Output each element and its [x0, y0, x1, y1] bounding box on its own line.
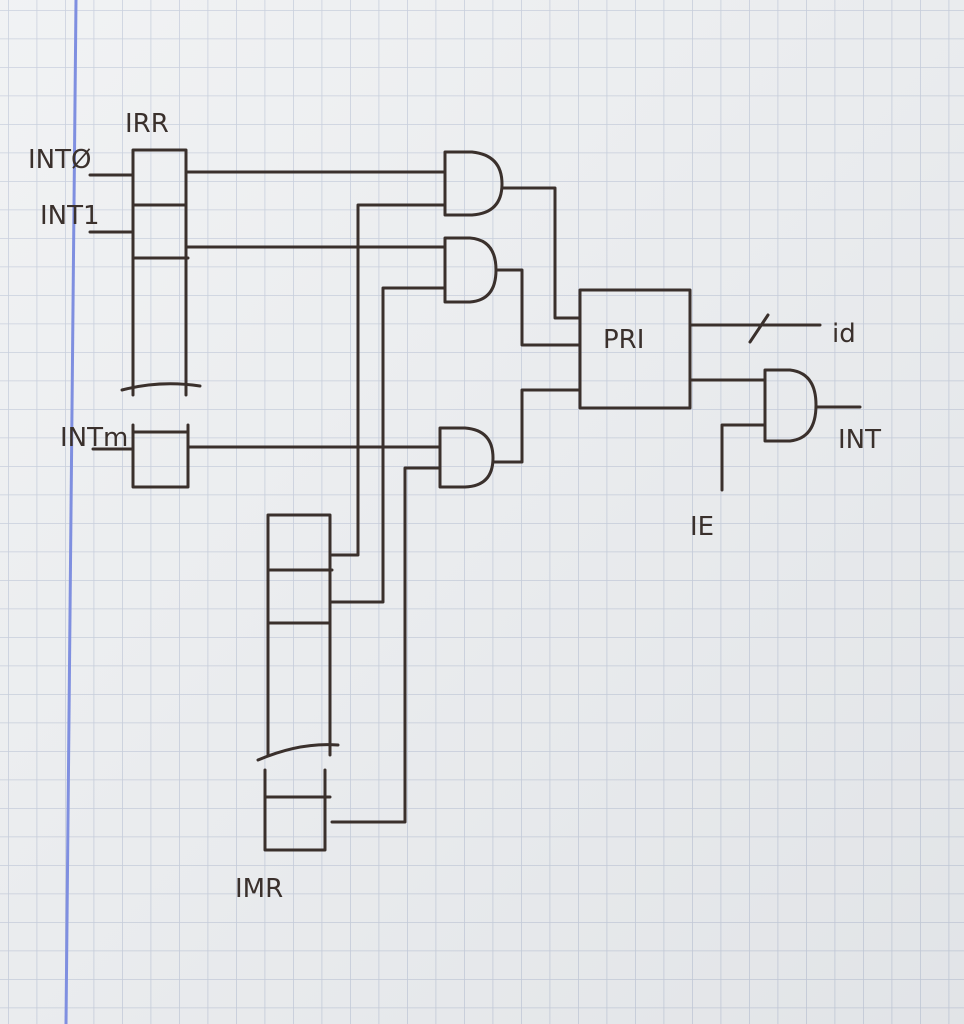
and-gate-int	[763, 368, 818, 443]
and-gate-3	[438, 426, 495, 489]
priority-encoder-box	[578, 288, 692, 410]
and-gate-1	[443, 150, 504, 217]
bus-slash-mark	[748, 313, 770, 344]
wire-gate3-pri	[491, 388, 582, 464]
wire-gate2-pri	[494, 268, 582, 347]
imr-register	[256, 513, 340, 852]
id-output-label: id	[832, 319, 856, 349]
priority-encoder-label: PRI	[603, 325, 644, 355]
wire-imr0-gate1	[330, 203, 447, 557]
input-label-int0: INTØ	[28, 145, 91, 175]
margin-line	[64, 0, 78, 1024]
input-label-int1: INT1	[40, 201, 100, 231]
irr-label: IRR	[125, 109, 169, 139]
wire-gate1-pri	[500, 186, 582, 320]
wire-ie-int-gate	[720, 423, 767, 492]
wire-imr1-gate2	[328, 286, 447, 604]
imr-label: IMR	[235, 874, 283, 904]
ie-input-label: IE	[690, 512, 714, 542]
int-output-label: INT	[838, 425, 881, 455]
irr-break-mark	[120, 382, 202, 392]
imr-break-mark	[256, 743, 340, 762]
irr-register	[120, 148, 202, 489]
wire-imrm-gate3	[330, 466, 442, 824]
